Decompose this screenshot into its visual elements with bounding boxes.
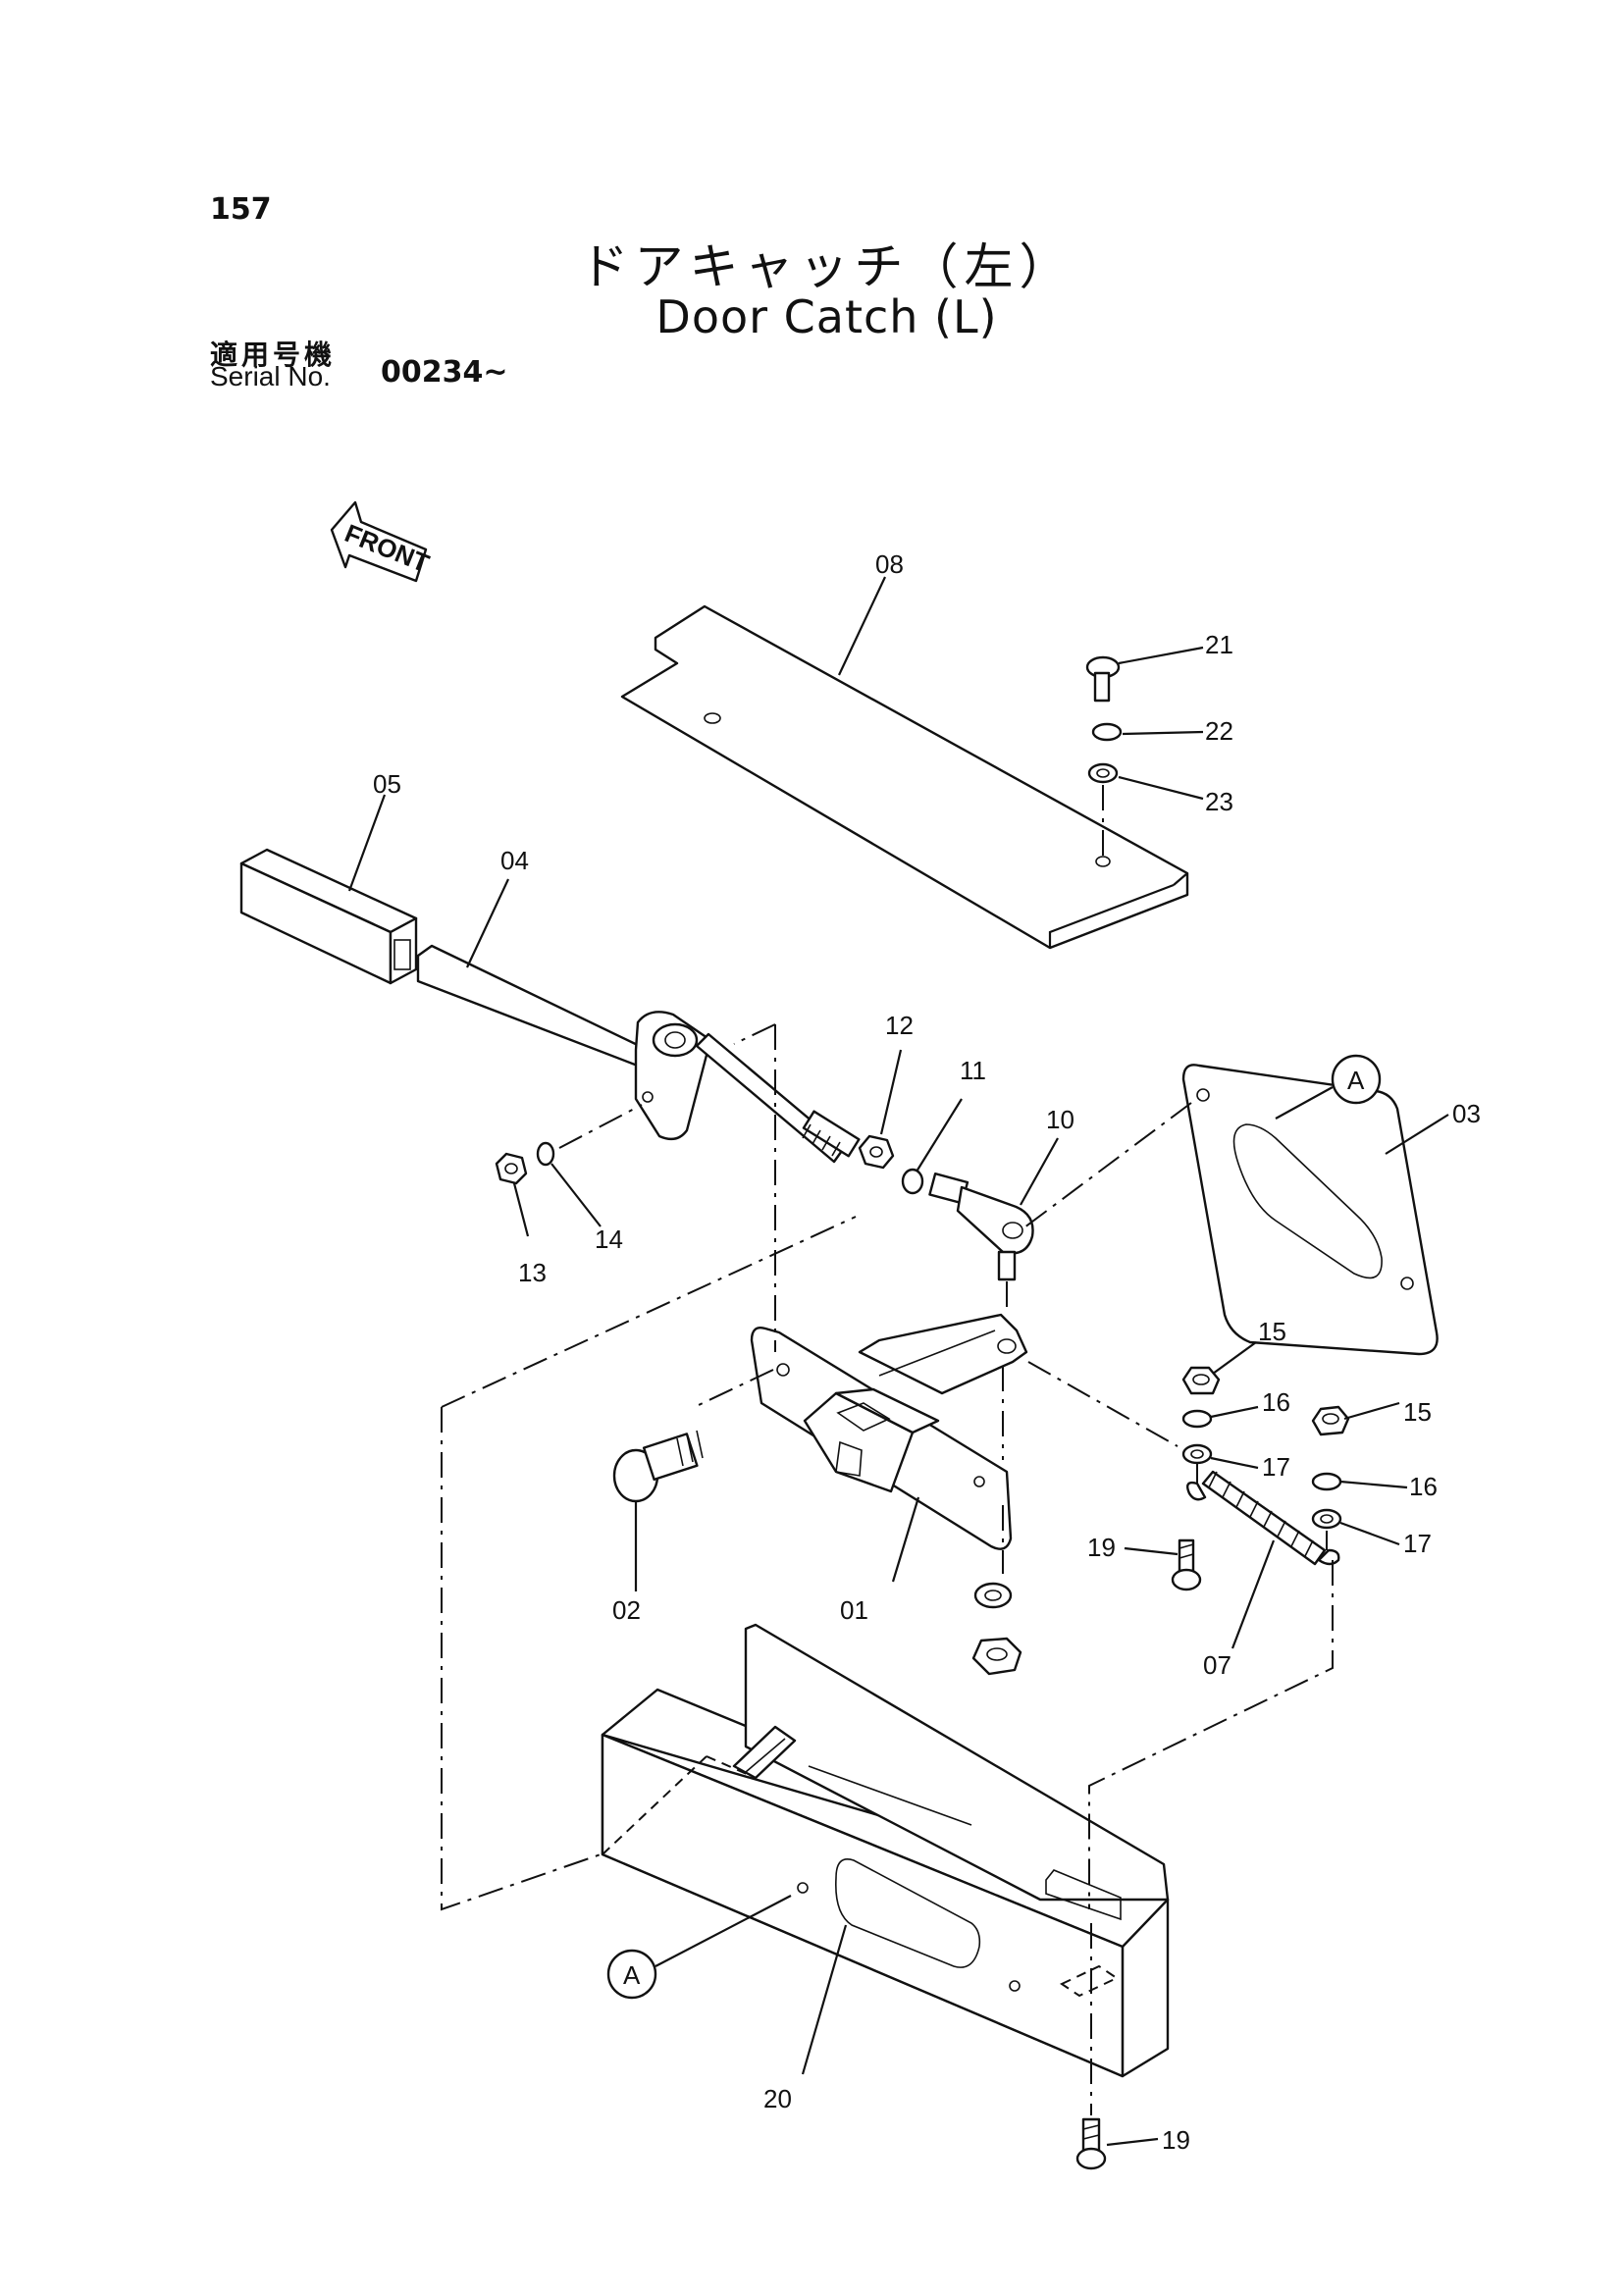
callout-13: 13 bbox=[518, 1258, 547, 1287]
part-04-handle-rod bbox=[416, 878, 861, 1164]
callout-19-mid: 19 bbox=[1087, 1533, 1116, 1562]
callout-02: 02 bbox=[612, 1595, 641, 1625]
callout-11: 11 bbox=[960, 1056, 986, 1085]
part-05-end-cap bbox=[239, 794, 418, 985]
part-01-catch-body bbox=[750, 1313, 1028, 1583]
callout-15-right: 15 bbox=[1403, 1397, 1432, 1427]
part-17-washer-left bbox=[1181, 1443, 1259, 1470]
part-19-screw-bottom bbox=[1075, 2117, 1159, 2170]
part-16-lock-washer-right bbox=[1311, 1472, 1408, 1491]
part-14-lock-washer bbox=[536, 1141, 602, 1227]
serial-label-japanese: 適用号機 bbox=[210, 339, 337, 371]
part-17-washer-right bbox=[1311, 1508, 1400, 1546]
callout-01-label: 01 bbox=[840, 1595, 868, 1625]
detail-marker-a-top: A bbox=[1275, 1054, 1382, 1120]
part-08-cover-plate bbox=[620, 576, 1189, 950]
callout-07: 07 bbox=[1203, 1650, 1231, 1680]
part-15-nut-left bbox=[1181, 1341, 1257, 1395]
part-16-lock-washer-left bbox=[1181, 1405, 1259, 1429]
callout-17-left: 17 bbox=[1262, 1452, 1290, 1482]
callout-16-left: 16 bbox=[1262, 1387, 1290, 1417]
title-english: Door Catch (L) bbox=[655, 290, 998, 343]
serial-number-value: 00234~ bbox=[381, 355, 508, 390]
callout-17-right: 17 bbox=[1403, 1529, 1432, 1558]
callout-12: 12 bbox=[885, 1011, 914, 1040]
front-arrow-icon: FRONT bbox=[330, 500, 434, 583]
part-03-mounting-plate bbox=[1181, 1064, 1449, 1356]
page-number: 157 bbox=[210, 192, 272, 227]
part-01-nut bbox=[971, 1637, 1022, 1676]
part-22-lock-washer bbox=[1091, 722, 1204, 742]
part-19-screw-mid bbox=[1124, 1538, 1202, 1591]
callout-14: 14 bbox=[595, 1225, 623, 1254]
part-07-spring bbox=[1186, 1470, 1340, 1649]
detail-marker-a-bottom: A bbox=[606, 1895, 792, 2000]
part-21-screw bbox=[1085, 646, 1204, 703]
part-23-washer bbox=[1087, 762, 1204, 801]
part-01-washer bbox=[973, 1582, 1013, 1609]
title-japanese: ドアキャッチ（左） bbox=[579, 238, 1074, 295]
callout-21: 21 bbox=[1205, 630, 1233, 659]
part-20-housing bbox=[601, 1623, 1170, 2078]
callout-04: 04 bbox=[500, 846, 529, 875]
part-10-ball-joint bbox=[928, 1137, 1059, 1281]
part-02-shoulder-bolt bbox=[612, 1369, 774, 1591]
callout-16-right: 16 bbox=[1409, 1472, 1438, 1501]
part-13-nut bbox=[495, 1152, 530, 1237]
detail-marker-a-top-label: A bbox=[1347, 1066, 1365, 1095]
part-11-washer bbox=[901, 1098, 963, 1195]
callout-22: 22 bbox=[1205, 716, 1233, 746]
callout-23: 23 bbox=[1205, 787, 1233, 816]
callout-08: 08 bbox=[875, 549, 904, 579]
callout-19-bottom: 19 bbox=[1162, 2125, 1190, 2155]
callout-15-left: 15 bbox=[1258, 1317, 1286, 1346]
serial-label-english: Serial No. bbox=[210, 361, 331, 391]
detail-marker-a-bottom-label: A bbox=[623, 1960, 641, 1990]
callout-20: 20 bbox=[763, 2084, 792, 2113]
callout-10: 10 bbox=[1046, 1105, 1074, 1134]
part-15-nut-right bbox=[1311, 1401, 1400, 1436]
callout-03: 03 bbox=[1452, 1099, 1481, 1128]
part-12-nut bbox=[858, 1049, 903, 1170]
callout-05: 05 bbox=[373, 769, 401, 799]
